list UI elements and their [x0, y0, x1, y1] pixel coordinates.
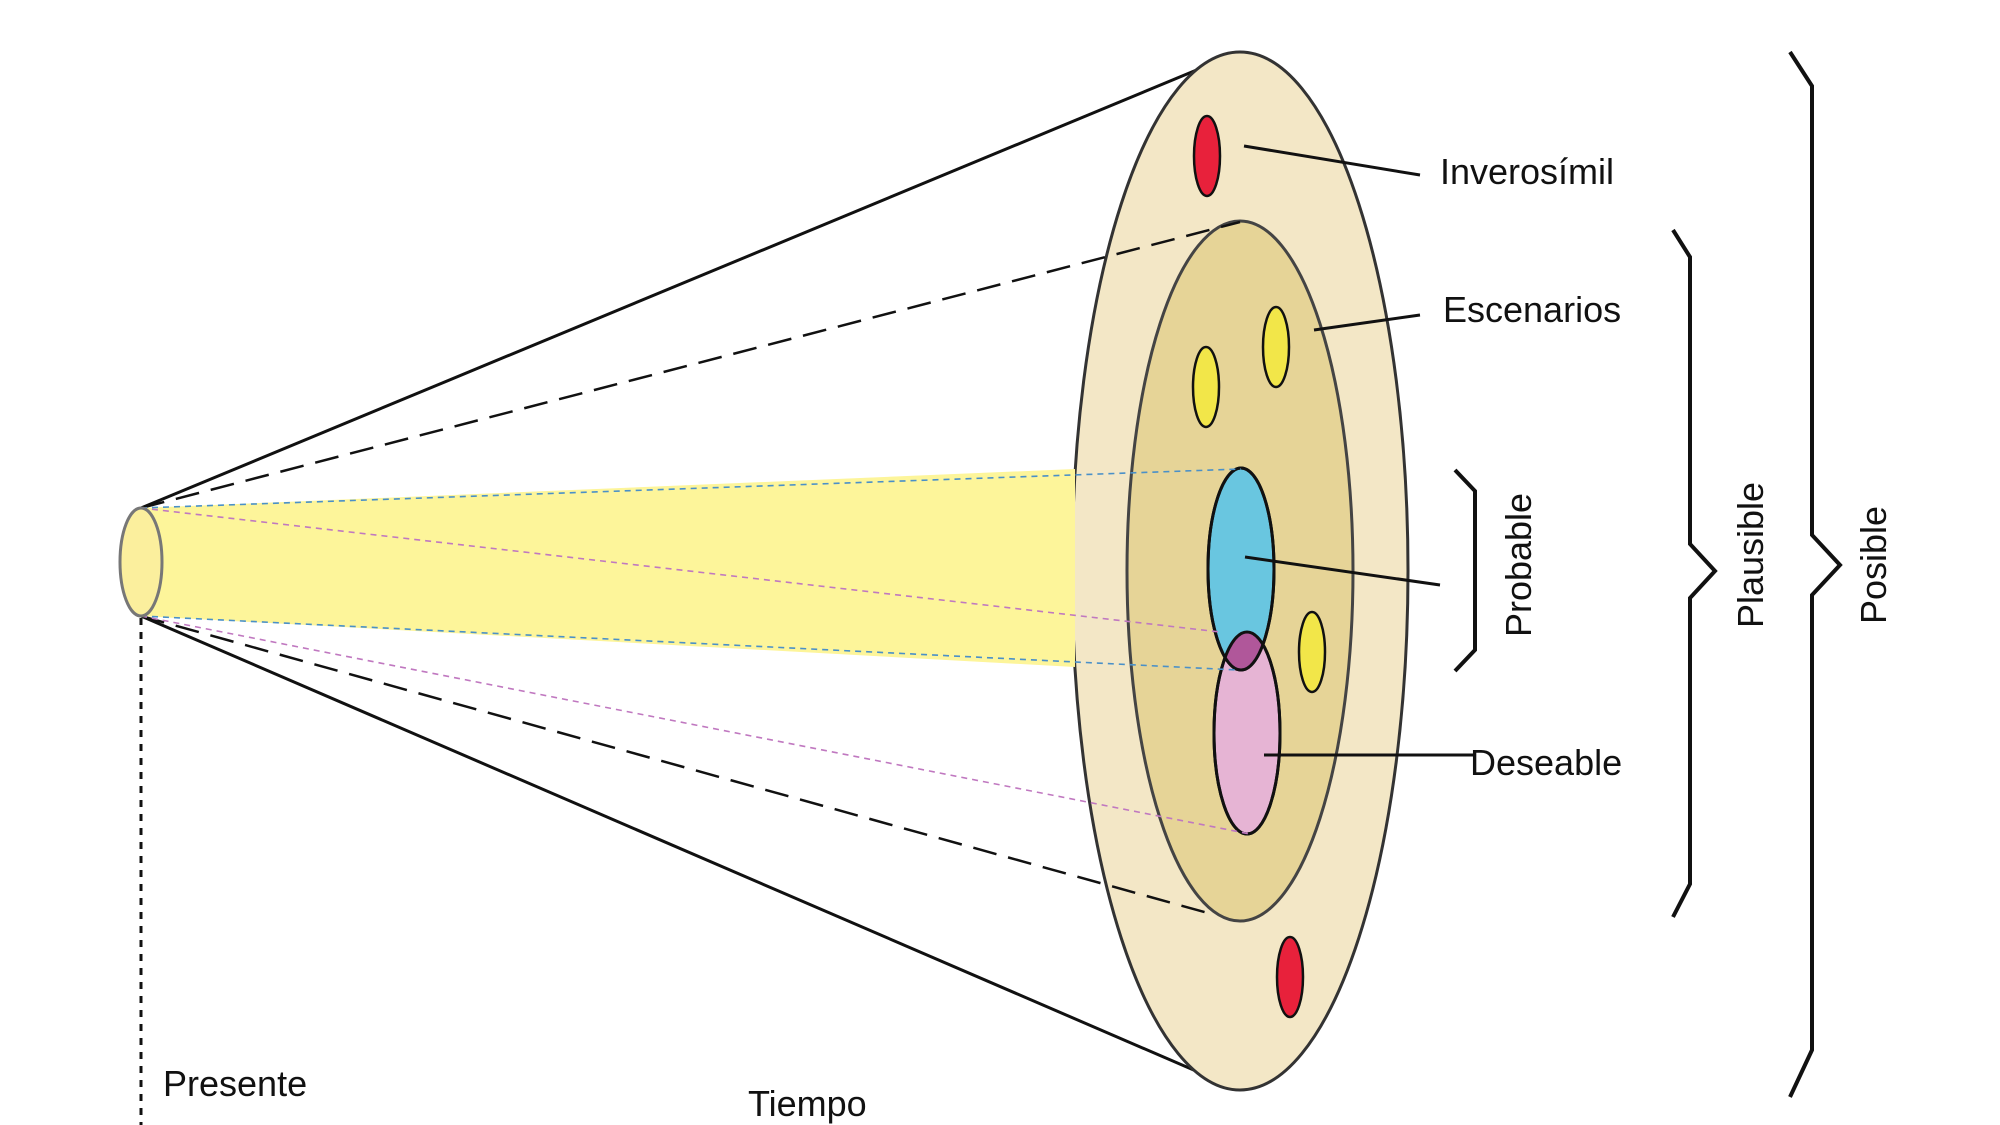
- label-posible: Posible: [1853, 506, 1894, 624]
- deseable-lower-guide: [140, 615, 1251, 835]
- plausible-brace: [1671, 228, 1718, 918]
- cone-lower-edge: [140, 614, 1241, 1092]
- probable-lower-guide: [140, 615, 1239, 671]
- probable-upper-guide: [140, 468, 1242, 509]
- label-presente: Presente: [163, 1063, 307, 1104]
- present-disc: [118, 506, 164, 618]
- probable-leader: [1244, 555, 1441, 587]
- probable-brace: [1453, 468, 1477, 673]
- improbable-marker-top: [1192, 114, 1222, 198]
- plausible-lower-guide: [140, 614, 1216, 917]
- label-deseable: Deseable: [1470, 742, 1622, 783]
- label-plausible: Plausible: [1730, 482, 1771, 628]
- label-probable: Probable: [1498, 493, 1539, 637]
- probable-beam: [141, 469, 1075, 667]
- inverosimil-leader: [1243, 144, 1421, 177]
- scenario-marker-2: [1191, 345, 1221, 429]
- label-escenarios: Escenarios: [1443, 289, 1621, 330]
- scenario-marker-1: [1261, 305, 1291, 389]
- improbable-marker-bottom: [1275, 935, 1305, 1019]
- plausible-upper-guide: [140, 220, 1241, 510]
- label-inverosimil: Inverosímil: [1440, 151, 1614, 192]
- posible-brace: [1788, 50, 1843, 1098]
- escenarios-leader: [1313, 313, 1421, 332]
- deseable-upper-guide: [140, 507, 1221, 633]
- scenario-marker-3: [1297, 610, 1327, 694]
- label-tiempo: Tiempo: [748, 1083, 867, 1124]
- cone-upper-edge: [140, 50, 1241, 510]
- probable-ellipse-outline: [1206, 466, 1276, 672]
